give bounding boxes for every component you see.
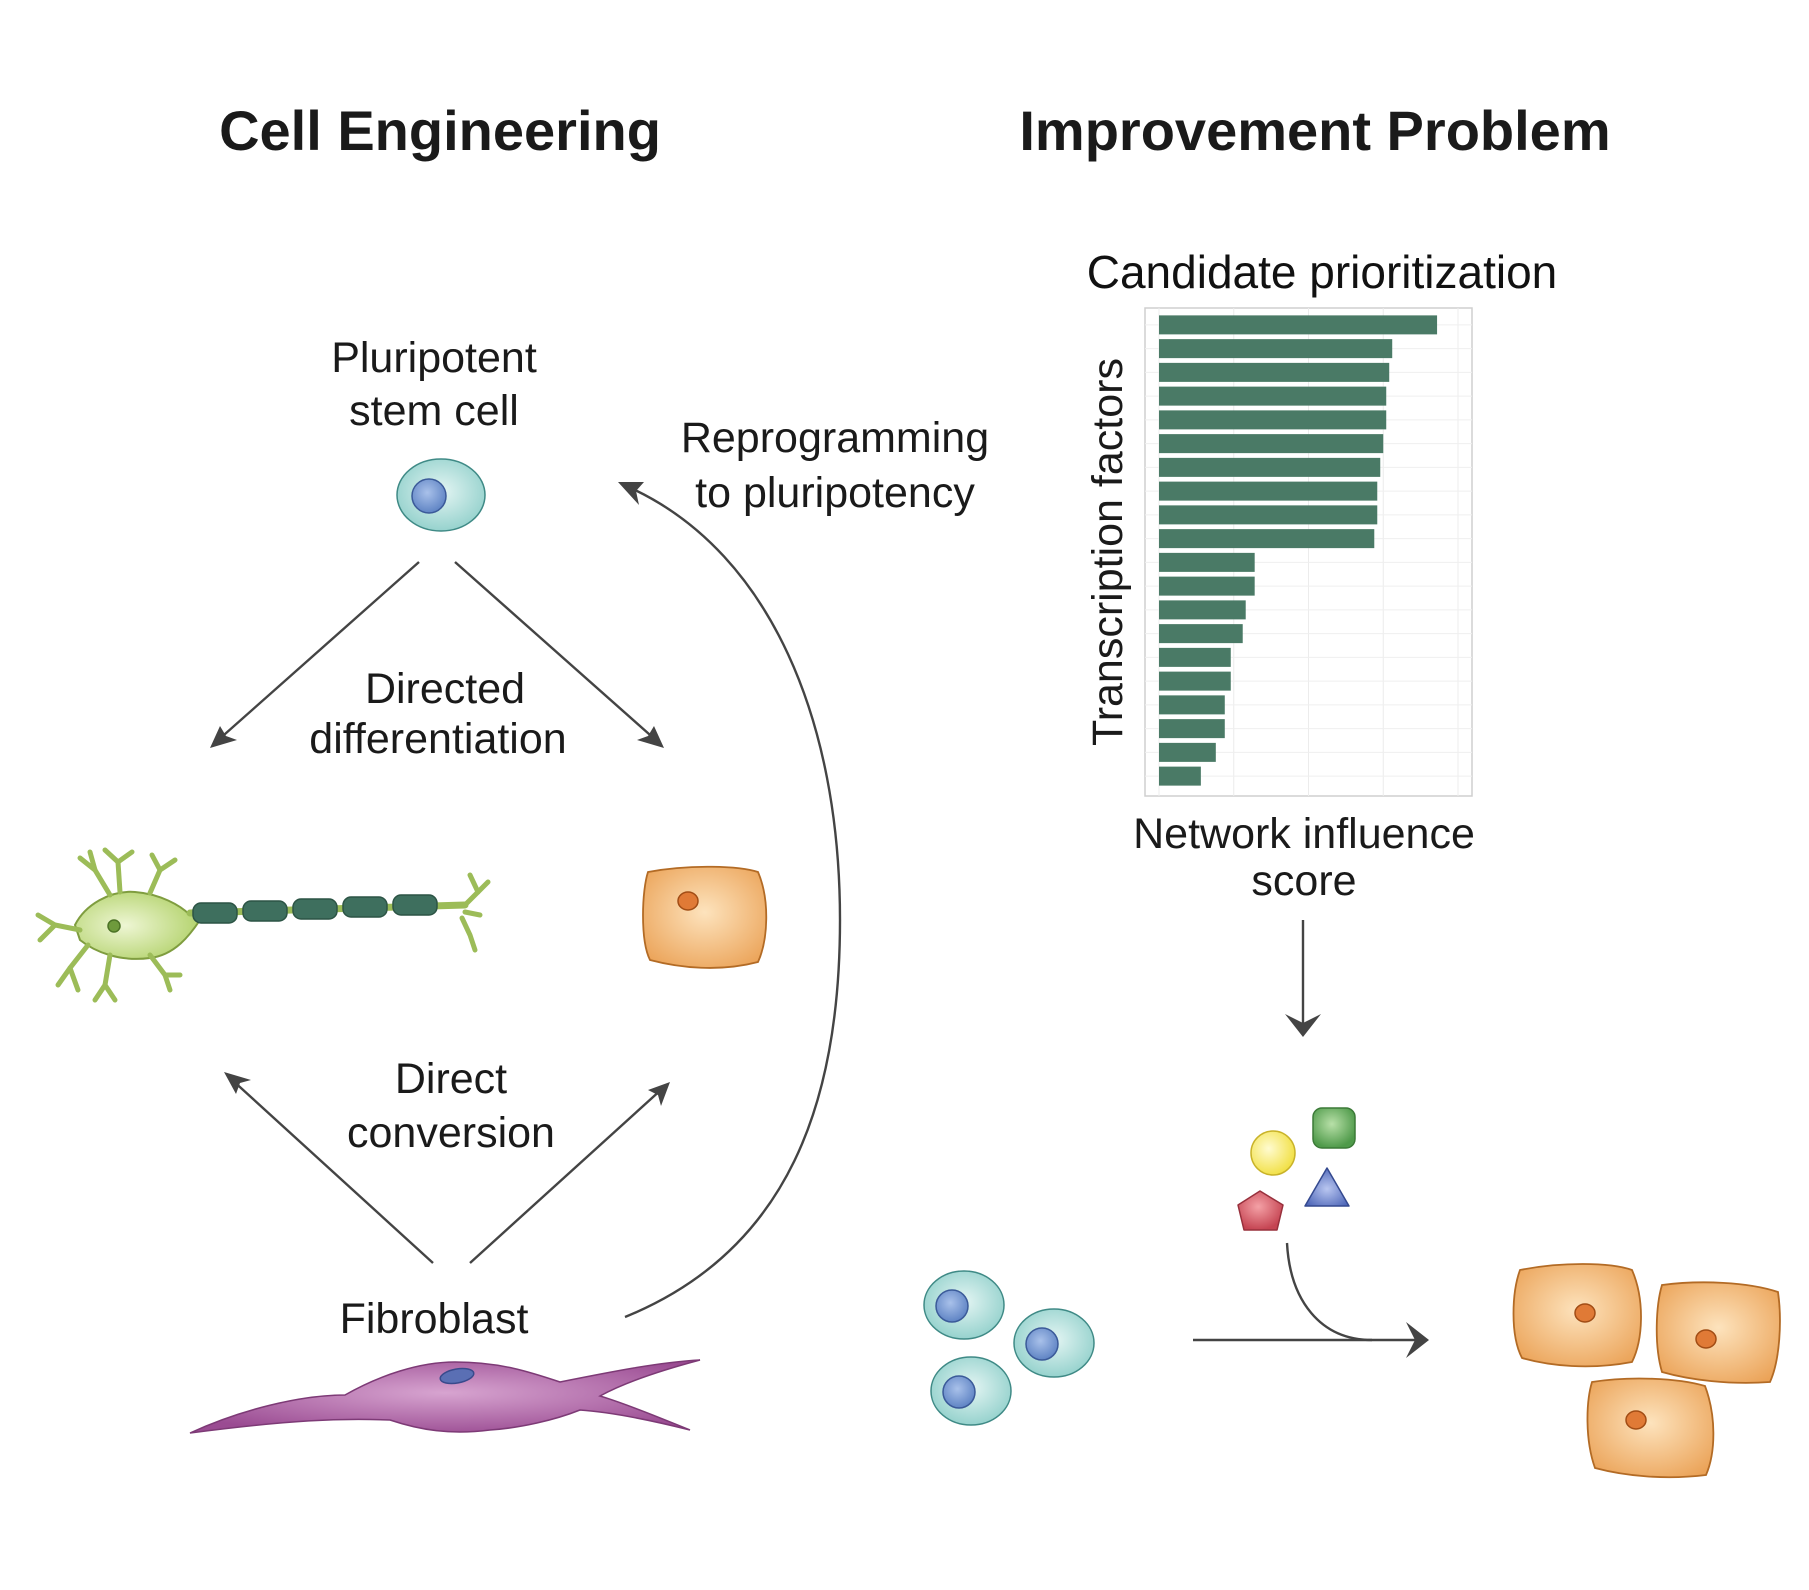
arrow-direct-right: [469, 1082, 670, 1264]
bar-13: [1159, 600, 1246, 620]
bar-19: [1159, 742, 1216, 762]
arrow-directed-left: [210, 561, 420, 748]
bar-5: [1159, 410, 1387, 430]
yellow-circle-icon: [1250, 1130, 1296, 1176]
blue-triangle-icon: [1304, 1167, 1350, 1207]
label-reprogramming: Reprogramming: [681, 414, 989, 462]
bar-6: [1159, 434, 1384, 454]
arrow-direct-left: [224, 1072, 434, 1264]
bar-15: [1159, 647, 1231, 667]
stem-cell-cluster-icon: [923, 1270, 1095, 1426]
bar-3: [1159, 362, 1390, 382]
arrow-down: [1285, 920, 1321, 1037]
bar-16: [1159, 671, 1231, 691]
label-pluripotent: Pluripotent: [331, 334, 537, 382]
red-pentagon-icon: [1237, 1190, 1284, 1231]
bar-20: [1159, 766, 1201, 786]
label-direct: Direct: [395, 1055, 507, 1103]
label-to-pluripotency: to pluripotency: [695, 469, 975, 517]
chart-bars: [1159, 315, 1438, 786]
bar-1: [1159, 315, 1438, 335]
label-differentiation: differentiation: [309, 715, 566, 763]
bar-8: [1159, 481, 1378, 501]
arrow-conversion: [1193, 1242, 1429, 1358]
bar-10: [1159, 529, 1375, 549]
green-square-icon: [1312, 1107, 1356, 1149]
neuron-icon: [35, 847, 491, 1003]
chart-xlabel-line1: Network influence: [1133, 810, 1475, 858]
stem-cell-icon: [396, 458, 486, 532]
arrow-directed-right: [454, 561, 664, 748]
bar-9: [1159, 505, 1378, 525]
target-cell-cluster-icon: [1512, 1263, 1781, 1479]
bar-7: [1159, 457, 1381, 477]
heading-cell-engineering: Cell Engineering: [219, 99, 661, 162]
target-cell-icon: [642, 865, 768, 969]
chart-title: Candidate prioritization: [1087, 246, 1558, 298]
bar-4: [1159, 386, 1387, 406]
bar-18: [1159, 719, 1225, 739]
fibroblast-icon: [189, 1359, 701, 1434]
bar-2: [1159, 339, 1393, 359]
chart-xlabel-line2: score: [1251, 857, 1356, 905]
label-conversion: conversion: [347, 1109, 555, 1157]
bar-17: [1159, 695, 1225, 715]
label-stem-cell: stem cell: [349, 387, 519, 435]
bar-11: [1159, 552, 1255, 572]
molecule-icons: [1237, 1107, 1356, 1231]
label-fibroblast: Fibroblast: [340, 1295, 529, 1343]
bar-14: [1159, 624, 1243, 644]
heading-improvement-problem: Improvement Problem: [1019, 99, 1610, 162]
candidate-bar-chart: [1144, 307, 1473, 797]
arrow-reprogramming: [618, 482, 842, 1319]
chart-ylabel: Transcription factors: [1084, 358, 1132, 746]
bar-12: [1159, 576, 1255, 596]
label-directed: Directed: [365, 665, 525, 713]
